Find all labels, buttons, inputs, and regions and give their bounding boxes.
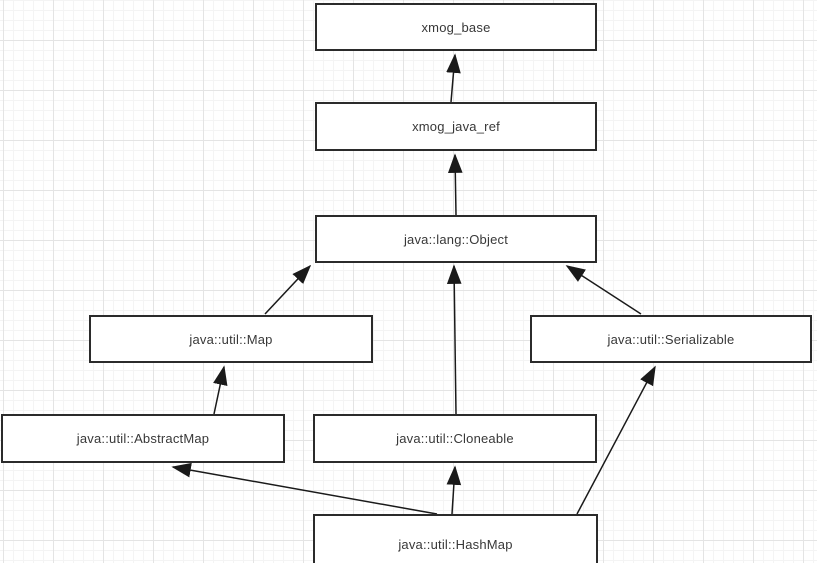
edge-abstractmap-to-map[interactable]: [213, 365, 228, 415]
node-java-util-map[interactable]: java::util::Map: [89, 315, 373, 363]
edge-xmog-java-ref-to-xmog-base[interactable]: [446, 53, 461, 103]
node-java-util-abstractmap[interactable]: java::util::AbstractMap: [1, 414, 285, 463]
edge-hashmap-to-cloneable[interactable]: [446, 465, 462, 515]
node-label: java::util::Cloneable: [396, 431, 514, 446]
node-xmog-base[interactable]: xmog_base: [315, 3, 597, 51]
node-label: xmog_base: [421, 19, 491, 35]
node-label: java::util::Serializable: [607, 331, 735, 347]
node-label: java::util::AbstractMap: [76, 431, 210, 446]
node-xmog-java-ref[interactable]: xmog_java_ref: [315, 102, 597, 151]
node-label: java::util::Map: [189, 331, 273, 347]
edge-map-to-object[interactable]: [264, 264, 312, 315]
node-java-util-cloneable[interactable]: java::util::Cloneable: [313, 414, 597, 463]
node-java-lang-object[interactable]: java::lang::Object: [315, 215, 597, 263]
node-label: java::util::HashMap: [398, 536, 513, 552]
node-java-util-serializable[interactable]: java::util::Serializable: [530, 315, 812, 363]
edge-cloneable-to-object[interactable]: [446, 264, 462, 415]
edge-hashmap-to-abstractmap[interactable]: [171, 462, 438, 515]
edge-object-to-xmog-java-ref[interactable]: [447, 153, 463, 216]
edge-serializable-to-object[interactable]: [565, 265, 642, 315]
node-java-util-hashmap[interactable]: java::util::HashMap: [313, 514, 598, 563]
node-label: xmog_java_ref: [412, 119, 500, 134]
edge-hashmap-to-serializable[interactable]: [576, 365, 656, 515]
node-label: java::lang::Object: [403, 231, 509, 247]
